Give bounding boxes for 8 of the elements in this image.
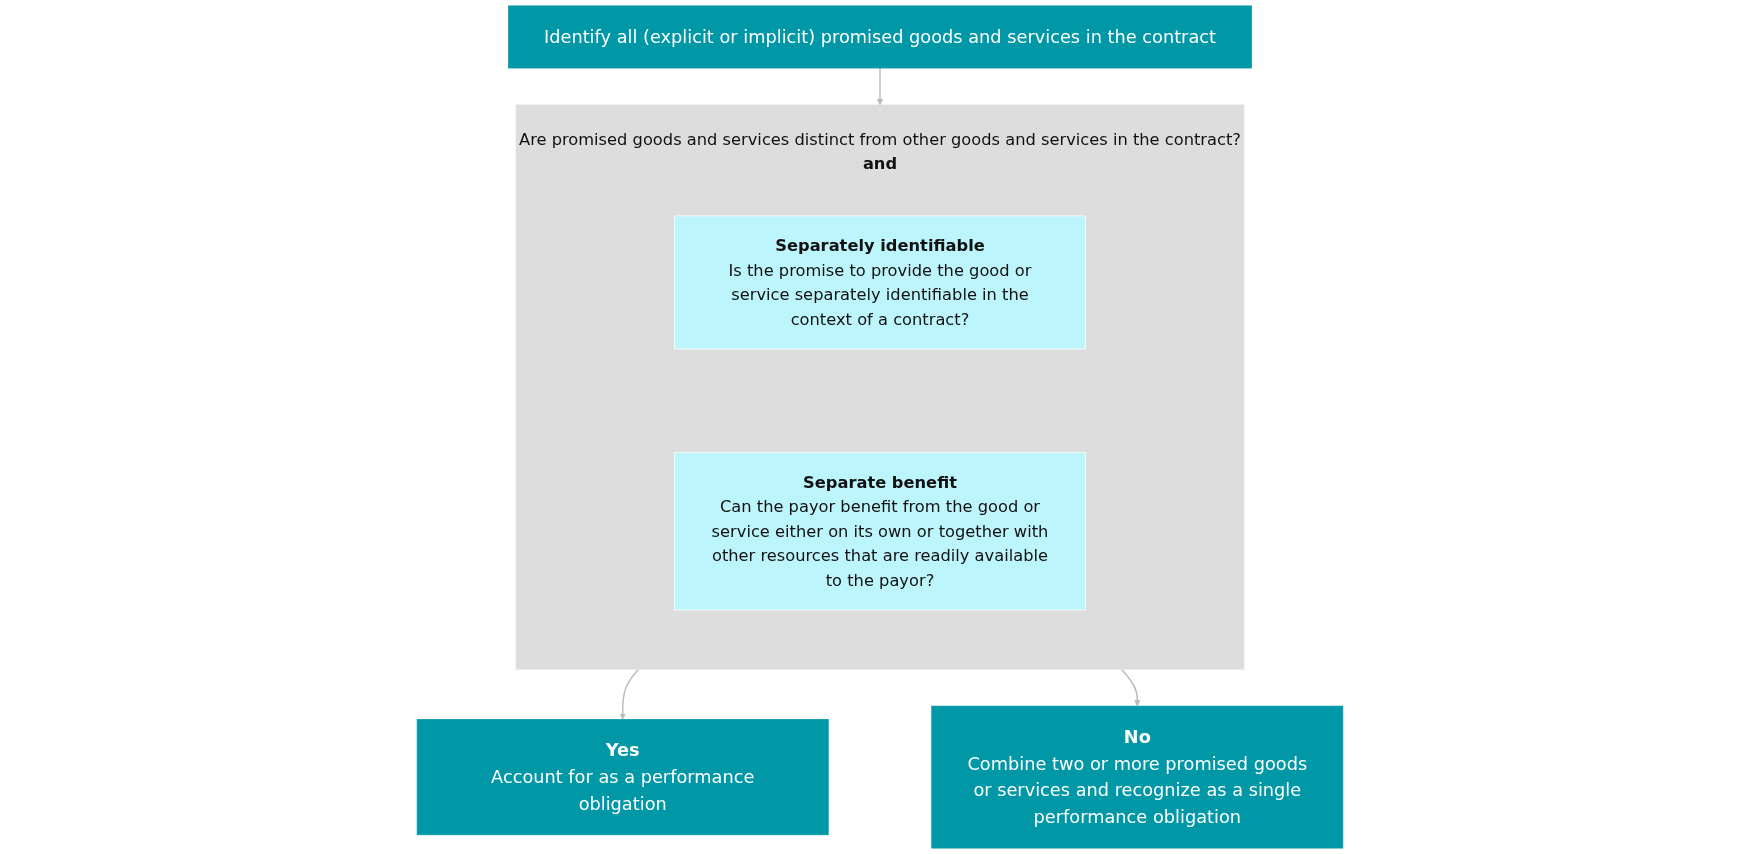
node-box: Yes Account for as a performance obligation [416, 719, 829, 836]
node-box: Separately identifiable Is the promise to provide the good or service separately identifiable in the context of a contract? [674, 215, 1086, 350]
arrow [619, 668, 640, 720]
node-box: No Combine two or more promised goods or services and recognize as a single performance obligation [931, 705, 1344, 849]
node-box: Identify all (explicit or implicit) promised goods and services in the contract [508, 5, 1252, 69]
arrow [1120, 668, 1141, 707]
node-box: Separate benefit Can the payor benefit from the good or service either on its own or together with other resources that are readily available to the payor? [674, 452, 1086, 611]
arrow [876, 67, 884, 106]
